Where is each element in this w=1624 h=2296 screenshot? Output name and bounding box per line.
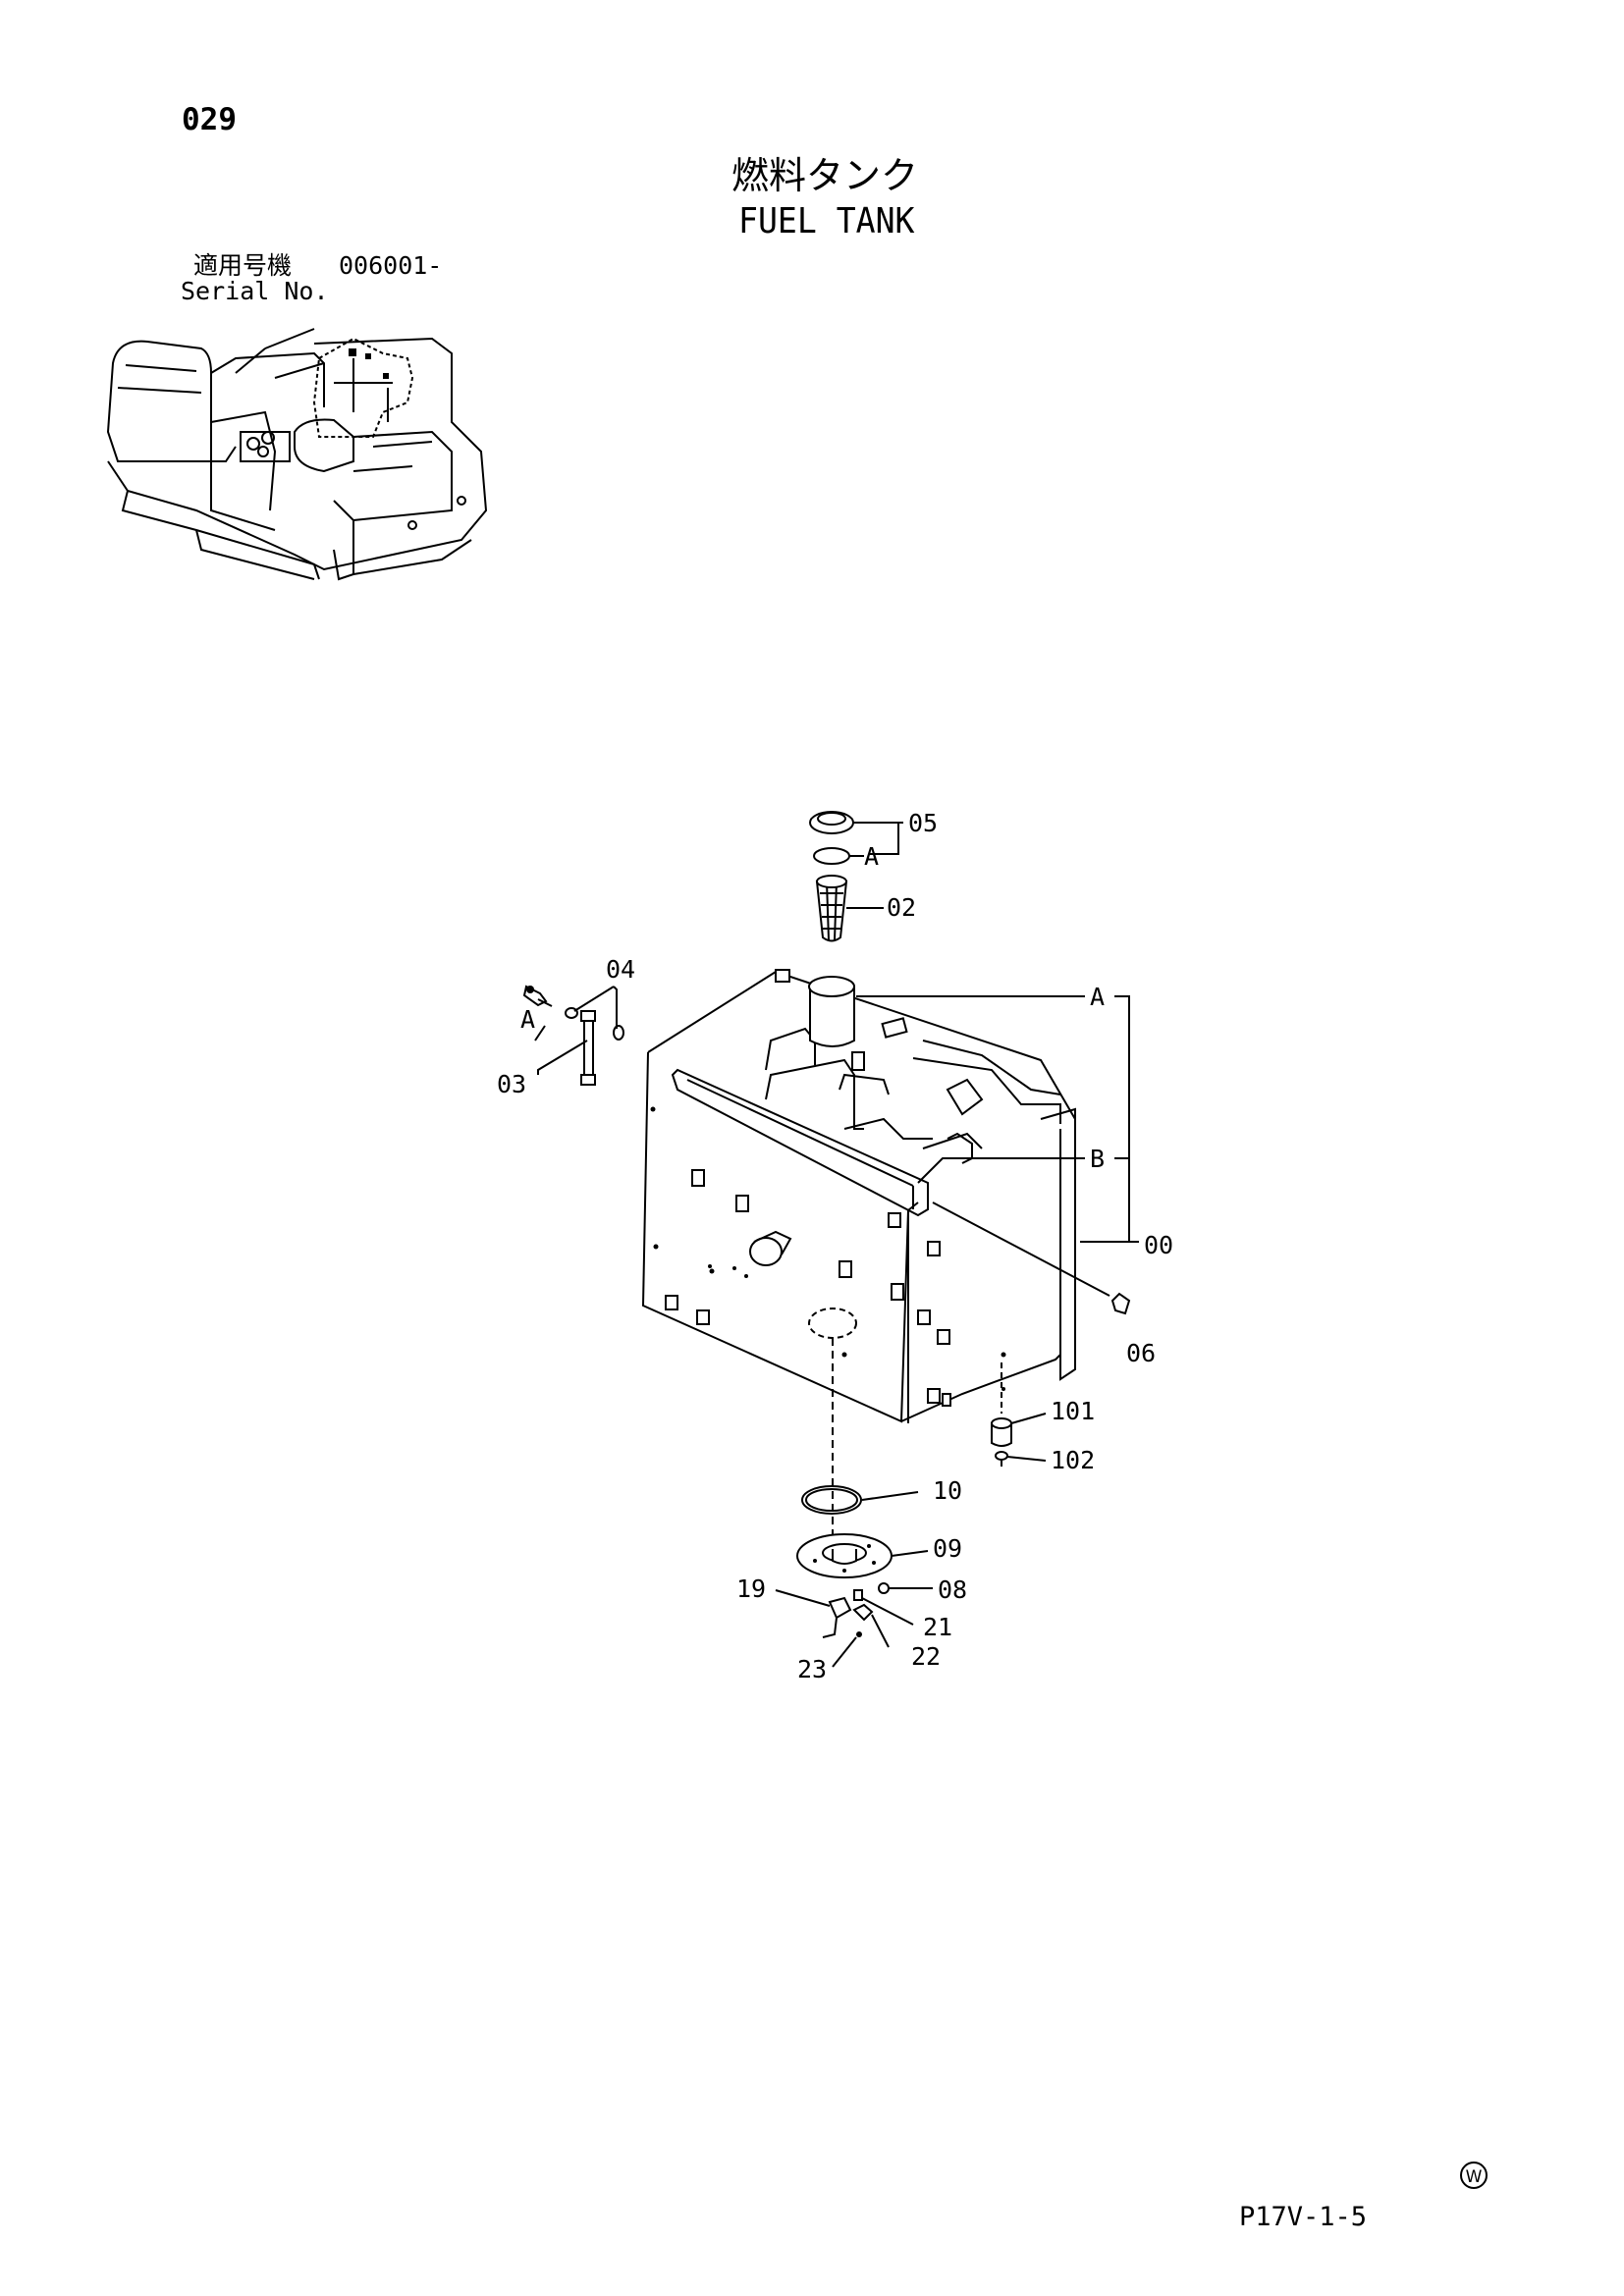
callout-102: 102 — [1051, 1446, 1096, 1474]
callout-04: 04 — [606, 955, 636, 984]
callout-b: B — [1090, 1145, 1106, 1173]
callout-21: 21 — [923, 1613, 953, 1641]
bottom-cover-assembly — [796, 1292, 1131, 1638]
callout-10: 10 — [933, 1476, 963, 1505]
callout-05: 05 — [908, 809, 939, 837]
callout-06: 06 — [1126, 1339, 1157, 1367]
serial-number-value: 006001- — [339, 251, 443, 280]
callout-09: 09 — [933, 1534, 963, 1563]
callout-a-gauge: A — [520, 1005, 536, 1034]
callout-03: 03 — [497, 1070, 527, 1098]
callout-02: 02 — [887, 893, 917, 922]
page-number: 029 — [182, 102, 237, 137]
excavator-overview-illustration — [106, 328, 488, 581]
fuel-tank-body — [641, 969, 1076, 1571]
callout-23: 23 — [797, 1655, 828, 1683]
callout-08: 08 — [938, 1575, 968, 1604]
page-title-english: FUEL TANK — [738, 201, 915, 241]
callout-a-cap: A — [864, 842, 880, 871]
callout-101: 101 — [1051, 1397, 1096, 1425]
watermark-logo: W — [1460, 2162, 1488, 2189]
callout-00: 00 — [1144, 1231, 1174, 1259]
callout-a-tank: A — [1090, 983, 1106, 1011]
serial-label-english: Serial No. — [181, 277, 329, 305]
page-code: P17V-1-5 — [1239, 2202, 1368, 2232]
filler-cap-assembly — [809, 811, 854, 942]
serial-label-japanese: 適用号機 — [193, 251, 293, 280]
page-title-japanese: 燃料タンク — [731, 154, 919, 197]
leader-lines — [534, 822, 1139, 1668]
callout-19: 19 — [736, 1575, 767, 1603]
callout-22: 22 — [911, 1642, 942, 1671]
